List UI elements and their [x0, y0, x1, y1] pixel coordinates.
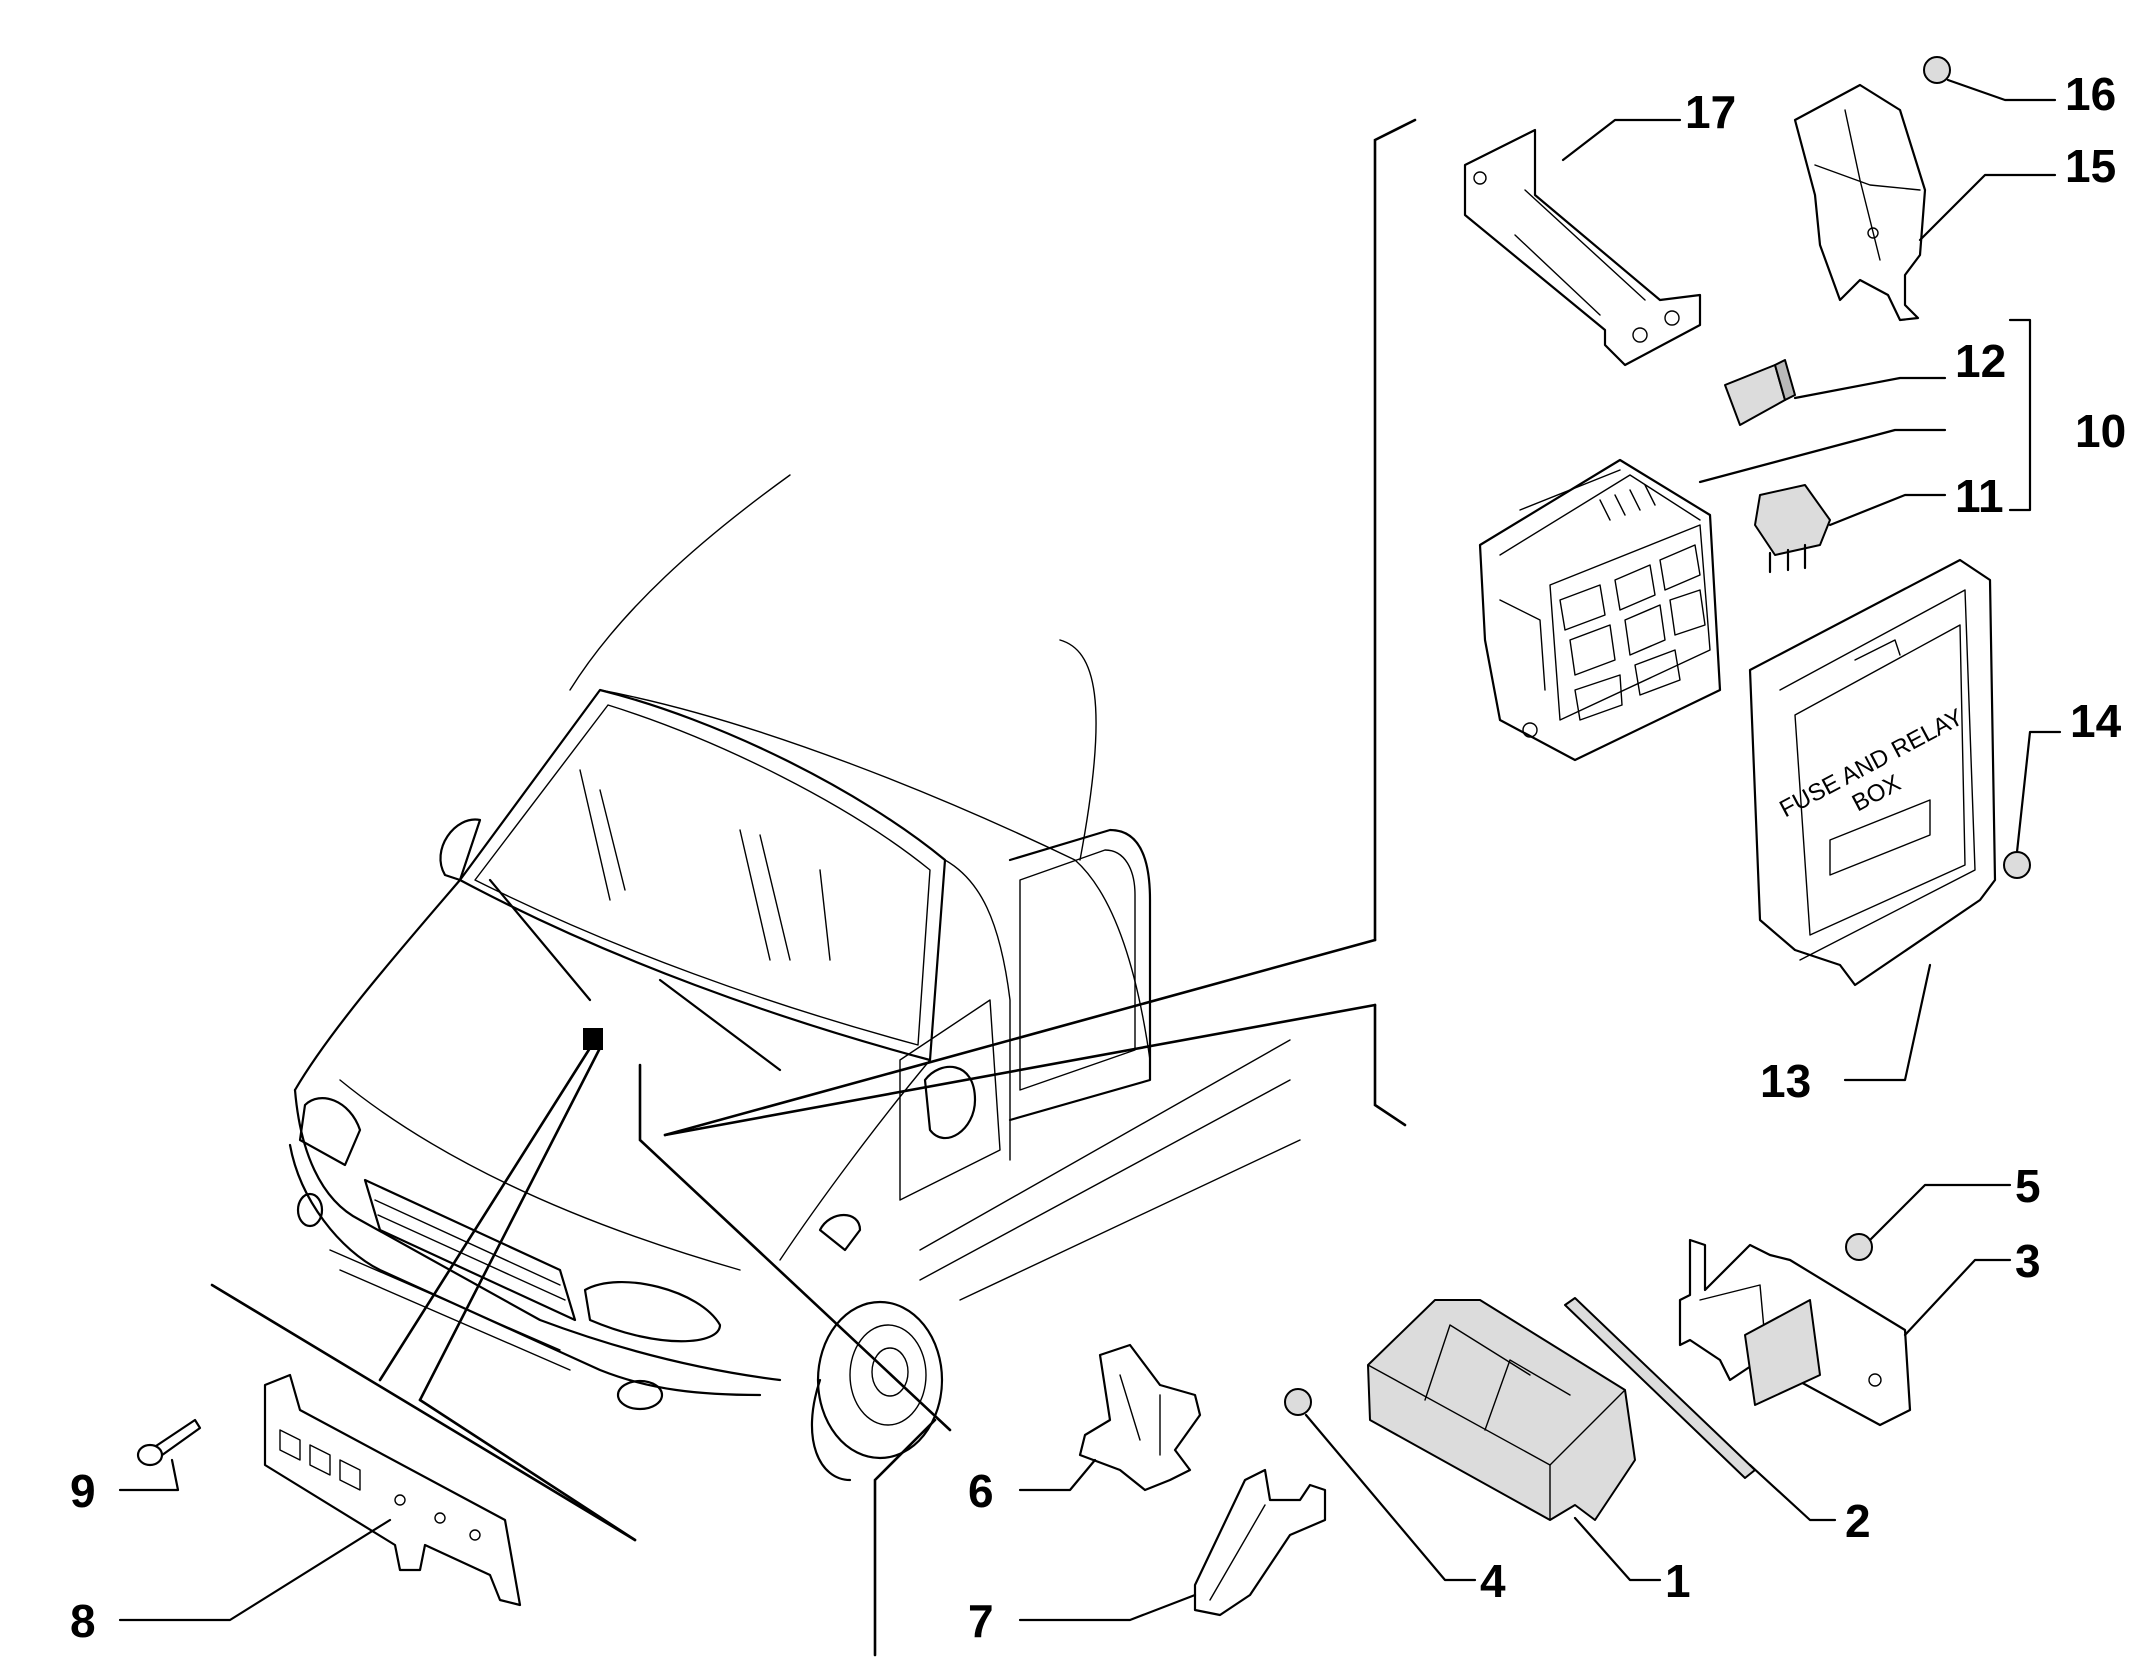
callout-12: 12 — [1955, 335, 2006, 387]
part-17-bracket — [1463, 128, 1702, 367]
callout-7: 7 — [968, 1595, 994, 1647]
part-11-relay — [1754, 484, 1831, 574]
callout-numbers: 1 2 3 4 5 6 7 8 9 10 11 12 13 14 15 16 1… — [70, 68, 2126, 1647]
part-6-clip — [1078, 1343, 1202, 1492]
callout-17: 17 — [1685, 86, 1736, 138]
callout-11: 11 — [1955, 470, 2004, 522]
callout-5: 5 — [2015, 1160, 2041, 1212]
part-15-bracket — [1793, 83, 1927, 322]
callout-8: 8 — [70, 1595, 96, 1647]
callout-15: 15 — [2065, 140, 2116, 192]
callout-9: 9 — [70, 1465, 96, 1517]
part-4-nut — [1284, 1388, 1312, 1416]
callout-16: 16 — [2065, 68, 2116, 120]
callout-14: 14 — [2070, 695, 2122, 747]
callout-6: 6 — [968, 1465, 994, 1517]
part-16-nut — [1923, 56, 1951, 84]
part-12-fuse — [1724, 359, 1796, 426]
part-13-fuse-box-cover: FUSE AND RELAY BOX — [1748, 558, 1997, 987]
part-10-fuse-box — [1478, 458, 1722, 762]
part-3-bracket — [1678, 1238, 1912, 1427]
leader-lines — [118, 78, 2062, 1622]
callout-10: 10 — [2075, 405, 2126, 457]
part-8-bracket — [263, 1373, 522, 1607]
part-7-clamp — [1193, 1468, 1327, 1617]
callout-13: 13 — [1760, 1055, 1811, 1107]
part-1-cover — [1367, 1299, 1636, 1521]
van-illustration — [210, 118, 1417, 1657]
callout-3: 3 — [2015, 1235, 2041, 1287]
callout-1: 1 — [1665, 1555, 1691, 1607]
callout-2: 2 — [1845, 1495, 1871, 1547]
part-5-nut — [1845, 1233, 1873, 1261]
part-9-screw — [136, 1418, 202, 1467]
part-14-nut — [2003, 851, 2031, 879]
callout-4: 4 — [1480, 1555, 1506, 1607]
location-marker — [583, 1028, 603, 1050]
